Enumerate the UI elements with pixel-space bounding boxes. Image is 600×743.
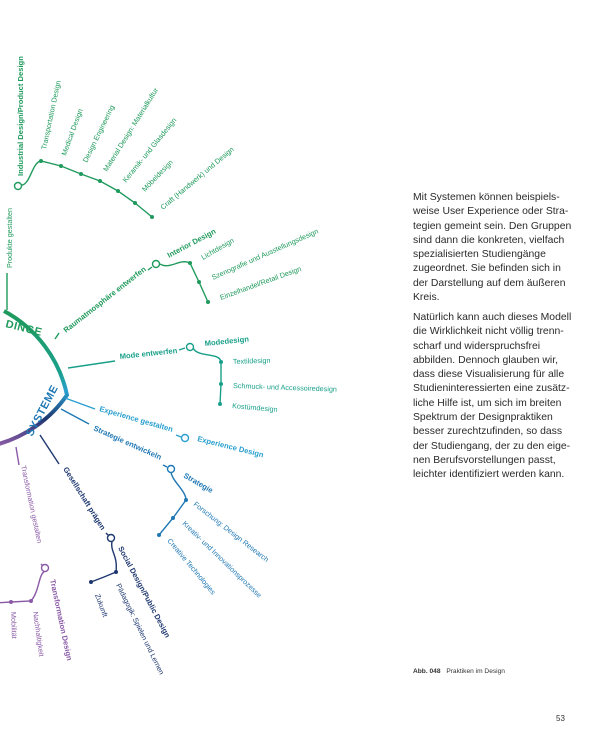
category-arc — [0, 309, 70, 446]
branch-gesellschaft — [39, 434, 118, 583]
program-forschung-design-research: Forschung: Design Research — [192, 499, 271, 563]
branch-produkte — [6, 160, 153, 310]
body-paragraph-2: Natürlich kann auch dieses Modell die Wi… — [413, 312, 572, 481]
verb-raumatmosphaere-entwerfen: Raumatmosphäre entwerfen — [62, 264, 148, 334]
practice-experience-design: Experience Design — [197, 434, 265, 459]
practice-modedesign: Modedesign — [204, 334, 249, 348]
program-moebeldesign: Möbeldesign — [140, 158, 175, 194]
practice-transformation-design: Transformation Design — [48, 579, 74, 662]
program-mobilitaet: Mobilität — [9, 612, 19, 639]
program-craft-design: Craft (Handwerk) und Design — [159, 145, 236, 212]
program-szenografie: Szenografie und Ausstellungsdesign — [210, 226, 320, 281]
verb-gesellschaft-praegen: Gesellschaft prägen — [61, 465, 107, 532]
page-number: 53 — [556, 714, 565, 723]
figure-number: Abb. 048 — [413, 668, 441, 675]
program-textildesign: Textildesign — [233, 356, 271, 366]
category-dinge: DINGE — [4, 318, 43, 339]
verb-mode-entwerfen: Mode entwerfen — [119, 346, 178, 361]
program-kreativ-innovationsprozesse: Kreativ- und Innovationsprozesse — [181, 519, 264, 600]
program-medical-design: Medical Design — [59, 107, 84, 156]
figure-caption: Abb. 048 Praktiken im Design — [413, 668, 505, 675]
program-schmuck-accessoiredesign: Schmuck- und Accessoiredesign — [233, 381, 337, 394]
program-nachhaltigkeit: Nachhaltigkeit — [31, 611, 46, 657]
program-transportation-design: Transportation Design — [39, 80, 62, 151]
verb-produkte-gestalten: Produkte gestalten — [5, 208, 14, 268]
verb-transformation-gestalten: Transformation gestalten — [19, 465, 44, 544]
figure-title: Praktiken im Design — [446, 668, 505, 675]
branch-experience — [64, 397, 190, 443]
program-paedagogik: Pädagogik: Spielen und Lernen — [114, 582, 166, 676]
practice-industrial-design: Industrial Design/Product Design — [16, 56, 25, 176]
practice-strategie: Strategie — [182, 471, 215, 495]
program-material-design: Material Design: Materialkultur — [101, 85, 160, 173]
program-zukunft: Zukunft — [93, 593, 110, 619]
branch-transformation — [0, 446, 50, 604]
body-paragraph-1: Mit Systemen können beispiels- weise Use… — [413, 192, 572, 304]
program-kostuemdesign: Kostümdesign — [232, 401, 278, 414]
verb-strategie-entwickeln: Strategie entwickeln — [92, 424, 163, 462]
